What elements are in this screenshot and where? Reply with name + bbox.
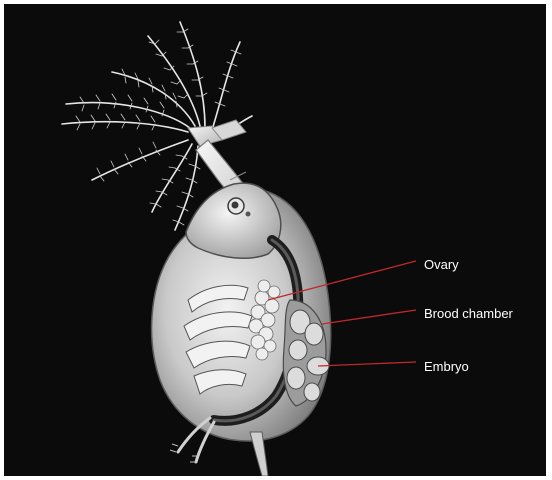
brood-chamber-leader-line [321,309,417,325]
ovary-label: Ovary [424,257,459,272]
diagram-panel: Ovary Brood chamber Embryo [4,4,546,476]
eye [227,197,251,217]
ovary [248,279,281,361]
brood-chamber-label: Brood chamber [424,306,513,321]
head [185,182,282,259]
ovary-leader-line [267,260,417,301]
postabdomen-claw [176,416,216,464]
embryo-label: Embryo [424,359,469,374]
embryo-leader-line [317,361,417,367]
setae-fringe [75,28,242,226]
claw-setae [169,443,198,463]
tail-spine [249,431,269,476]
leader-lines [267,260,417,367]
thoracic-legs [183,284,253,395]
daphnia-illustration [61,21,417,476]
antenna-setae [61,21,253,231]
